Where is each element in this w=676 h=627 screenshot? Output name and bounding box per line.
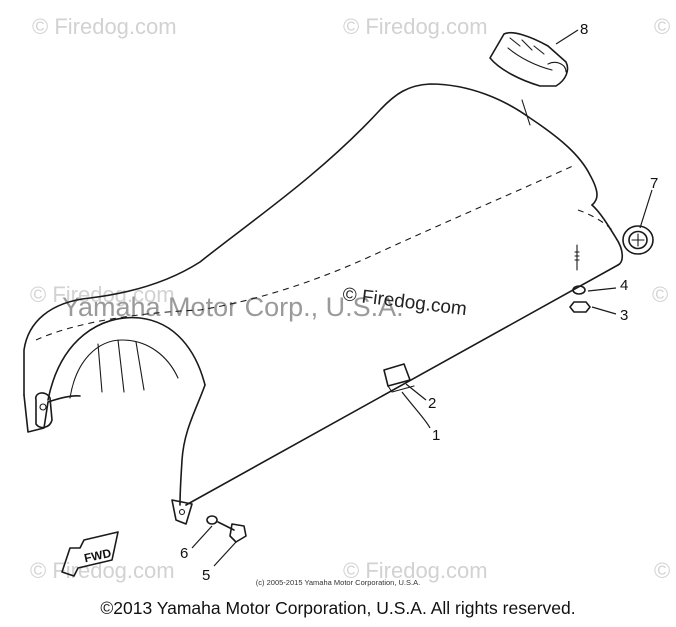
rear-fasteners (569, 244, 591, 313)
watermark-top-center: © Firedog.com (343, 14, 488, 39)
leader-1 (401, 391, 431, 429)
seat-base-line (185, 264, 619, 506)
fwd-arrow: FWD (61, 531, 119, 577)
callout-6: 6 (180, 545, 188, 562)
seat-assembly (23, 83, 624, 525)
washer-part-6 (206, 515, 218, 525)
leader-8 (555, 29, 579, 45)
washer-part-4 (572, 285, 586, 295)
watermark-bottom-right: © Firedog.com (654, 558, 676, 583)
leader-2 (405, 383, 427, 401)
clip-ridge (509, 37, 545, 55)
watermark-layer: © Firedog.com © Firedog.com © Firedog.co… (30, 14, 676, 583)
seat-strap (383, 363, 411, 387)
callout-4: 4 (620, 277, 628, 294)
seat-rear-end (591, 204, 624, 266)
watermark-mid-left: © Firedog.com (30, 282, 175, 307)
lower-bracket (171, 499, 193, 525)
rear-stud-thread (574, 251, 580, 261)
seat-strap-edge (387, 385, 415, 393)
leader-7 (639, 189, 653, 229)
leader-3 (591, 306, 617, 315)
emblem-part-7 (622, 225, 654, 255)
callout-8: 8 (580, 21, 588, 38)
clip-end (547, 61, 567, 73)
bolt-head-part-5 (229, 523, 247, 543)
leader-6 (191, 525, 213, 549)
leader-lines (191, 29, 653, 567)
watermark-mid-right: © Firedog.com (652, 282, 676, 307)
watermark-top-right: © Firedog.com (654, 14, 676, 39)
clip-band (507, 47, 553, 71)
seat-front-cowl (47, 316, 206, 401)
seat-front-rib-1 (97, 343, 103, 393)
seat-side-fold (577, 209, 615, 233)
leader-4 (587, 287, 617, 292)
seat-rear-crease (521, 99, 531, 126)
front-bracket (35, 392, 53, 429)
leader-5 (213, 541, 237, 567)
callout-2: 2 (428, 395, 436, 412)
callout-5: 5 (202, 567, 210, 584)
fwd-label: FWD (83, 546, 113, 565)
watermark-top-left: © Firedog.com (32, 14, 177, 39)
seat-front-rib-3 (135, 341, 145, 391)
copyright-footer: ©2013 Yamaha Motor Corporation, U.S.A. A… (100, 598, 576, 618)
front-fasteners (206, 515, 247, 543)
front-bracket-hole (39, 403, 47, 411)
seat-top-outline (23, 83, 598, 396)
callout-7: 7 (650, 175, 658, 192)
seat-front-rib-2 (117, 339, 125, 393)
watermark-bottom-center: © Firedog.com (343, 558, 488, 583)
emblem-mark (631, 233, 645, 247)
nut-part-3 (569, 301, 591, 313)
seat-hook-wire (179, 384, 206, 506)
callout-layer: 8 7 4 3 2 1 6 5 (180, 21, 658, 584)
emblem-inner (628, 230, 648, 250)
emblem-outer (622, 225, 654, 255)
lower-bracket-hole (178, 508, 186, 516)
callout-1: 1 (432, 427, 440, 444)
small-copyright: (c) 2005-2015 Yamaha Motor Corporation, … (255, 578, 421, 587)
clip-body (489, 31, 569, 87)
watermark-yamaha: Yamaha Motor Corp., U.S.A. (62, 292, 404, 322)
clip-part-8 (489, 31, 569, 87)
callout-3: 3 (620, 307, 628, 324)
fwd-arrow-outline (61, 531, 119, 577)
seat-inner-fold (35, 164, 576, 341)
seat-front-hood (23, 394, 81, 433)
seat-front-inner (69, 339, 179, 399)
